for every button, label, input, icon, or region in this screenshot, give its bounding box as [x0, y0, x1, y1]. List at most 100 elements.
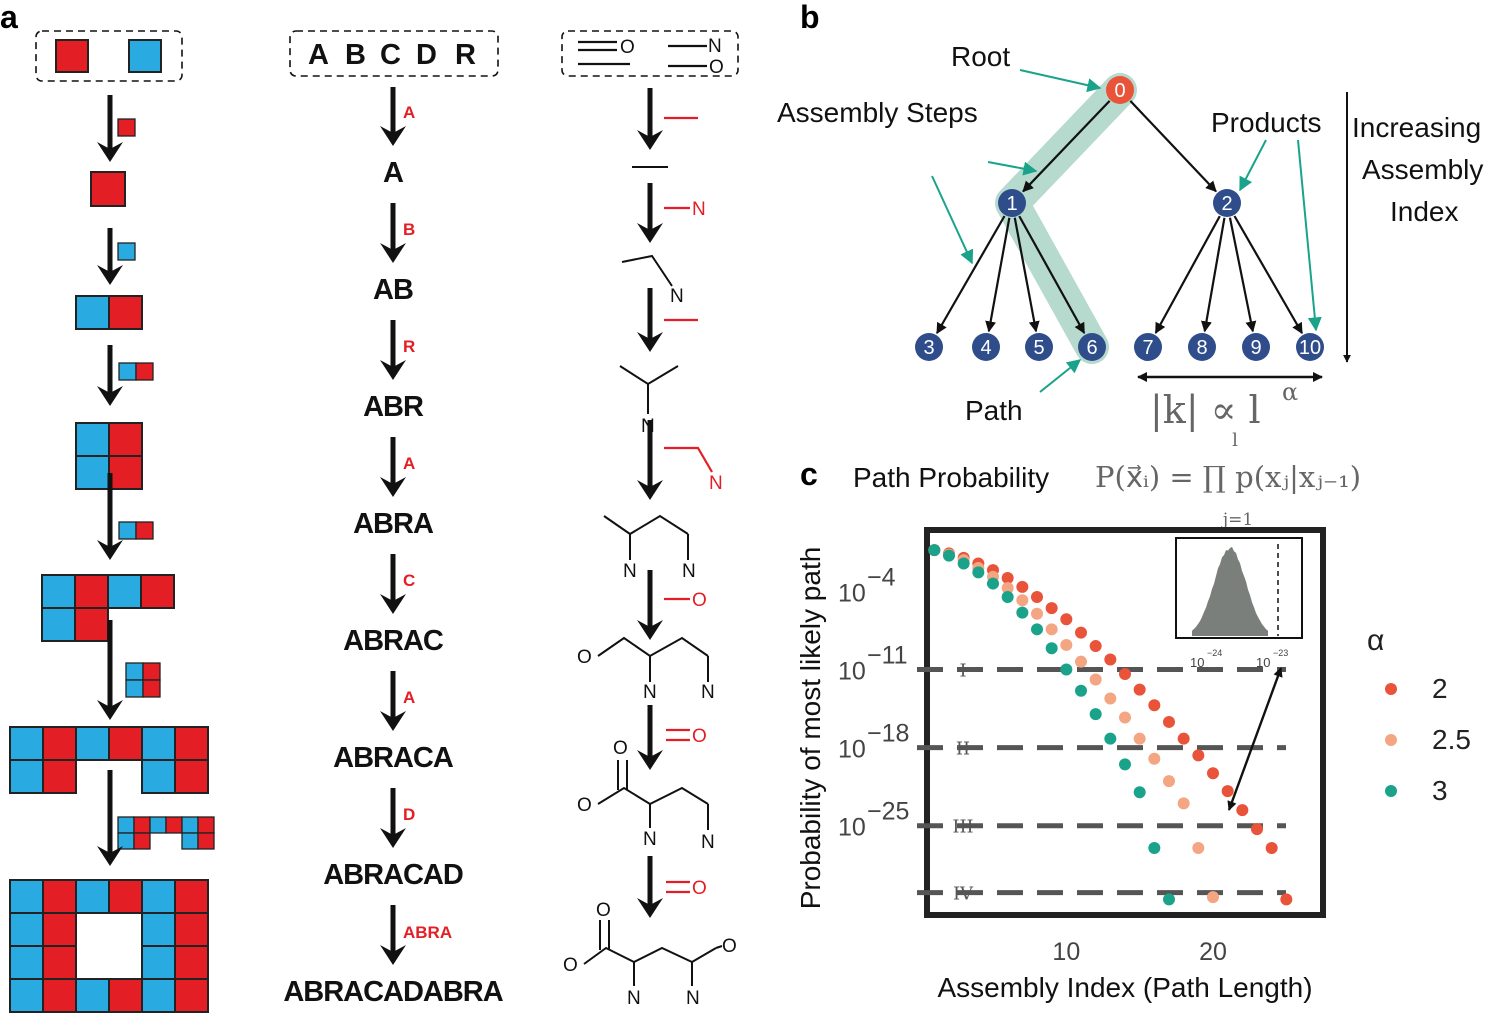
atom-n: N [701, 682, 715, 703]
word-step: ABRACADABRA [283, 976, 503, 1008]
pool-atom-n: N [708, 36, 722, 57]
legend: α 22.53 [1367, 624, 1471, 806]
tree-edge [936, 215, 1006, 335]
block-cell [75, 726, 110, 761]
pool-atom-o: O [620, 37, 635, 58]
tree-node [1134, 333, 1162, 361]
block-cell [42, 945, 77, 980]
block-cell [117, 242, 136, 261]
legend-marker [1385, 785, 1397, 797]
step-arrow-head [97, 540, 123, 560]
block-cell [42, 912, 77, 947]
data-point [987, 577, 999, 590]
block-cell [174, 945, 209, 980]
block-cell [108, 726, 143, 761]
data-point [1119, 758, 1131, 771]
block-cell [141, 945, 176, 980]
pool-letter: C [380, 39, 401, 71]
data-point [1148, 752, 1161, 765]
block-cell [107, 574, 142, 609]
legend-title: α [1367, 624, 1384, 657]
block-cell [117, 816, 135, 834]
block-cell [9, 945, 44, 980]
block-cell [9, 978, 44, 1013]
word-assembly-column: A B C D R [289, 30, 499, 77]
y-tick-exp: −4 [867, 563, 896, 591]
data-point [1104, 653, 1117, 666]
path-probability-title: Path Probability [853, 462, 1049, 493]
tree-node-label: 0 [1114, 80, 1125, 102]
step-arrow-head [637, 480, 663, 500]
tree-node [915, 333, 943, 361]
atom-n: N [686, 988, 700, 1009]
products-label: Products [1211, 107, 1322, 138]
step-arrow-head [97, 142, 123, 162]
step-arrow-head [380, 126, 406, 146]
increasing-label: Index [1390, 196, 1459, 227]
y-tick-base: 10 [838, 814, 866, 842]
data-point [1089, 640, 1102, 653]
atom-o: O [563, 955, 578, 976]
word-step: A [383, 157, 404, 189]
tree-node [1242, 333, 1270, 361]
pool-letter: A [308, 39, 329, 71]
tree-edges [936, 100, 1303, 335]
root-label: Root [951, 41, 1010, 72]
block-cell [135, 362, 154, 381]
step-arrow-head [380, 243, 406, 263]
block-cell [90, 171, 126, 207]
y-axis-label: Probability of most likely path [795, 547, 826, 910]
data-point [1177, 797, 1190, 810]
molecule-assembly-column: O N O [561, 30, 739, 1009]
y-tick-base: 10 [838, 657, 866, 685]
block-cell [141, 879, 176, 914]
added-letter: C [403, 571, 415, 590]
data-point [1148, 842, 1161, 855]
step-arrow-head [380, 945, 406, 965]
block-cell [108, 879, 143, 914]
x-tick-label: 10 [1052, 938, 1080, 966]
panel-label-b: b [800, 0, 820, 35]
block-cell [108, 295, 143, 330]
y-tick-base: 10 [838, 736, 866, 764]
step-arrow-head [97, 265, 123, 285]
tree-edge [985, 217, 1011, 333]
added-letter: ABRA [403, 923, 452, 942]
increasing-label: Assembly [1362, 154, 1483, 185]
block-cell [42, 759, 77, 794]
data-point [1280, 893, 1293, 906]
data-point [1060, 613, 1073, 626]
tree-node [1106, 76, 1134, 104]
added-letter: D [403, 805, 415, 824]
step-arrow-head [97, 386, 123, 406]
data-point [1031, 607, 1043, 620]
atom-o: O [722, 936, 737, 957]
inset-link-arrow [1227, 667, 1283, 811]
block-cell [141, 978, 176, 1013]
block-cell [128, 39, 162, 73]
assembly-steps-label: Assembly Steps [777, 97, 978, 128]
block-cell [197, 832, 215, 850]
tree-node [1213, 189, 1241, 217]
block-cell [174, 978, 209, 1013]
data-point [1031, 590, 1043, 603]
tree-node [972, 333, 1000, 361]
inset-tick-exp: −24 [1207, 648, 1222, 658]
data-point [1119, 667, 1131, 680]
word-step: AB [373, 274, 413, 306]
block-cell [174, 759, 209, 794]
tree-edge [1233, 215, 1303, 335]
step-arrow-head [637, 223, 663, 243]
data-point [1133, 786, 1146, 799]
data-point [943, 549, 955, 562]
block-cell [133, 816, 151, 834]
block-cell [42, 879, 77, 914]
data-point [1177, 732, 1190, 745]
block-cell [118, 362, 137, 381]
panel-label-c: c [800, 456, 818, 492]
data-point [1133, 683, 1146, 696]
block-cell [149, 816, 167, 834]
data-point [1001, 571, 1014, 584]
